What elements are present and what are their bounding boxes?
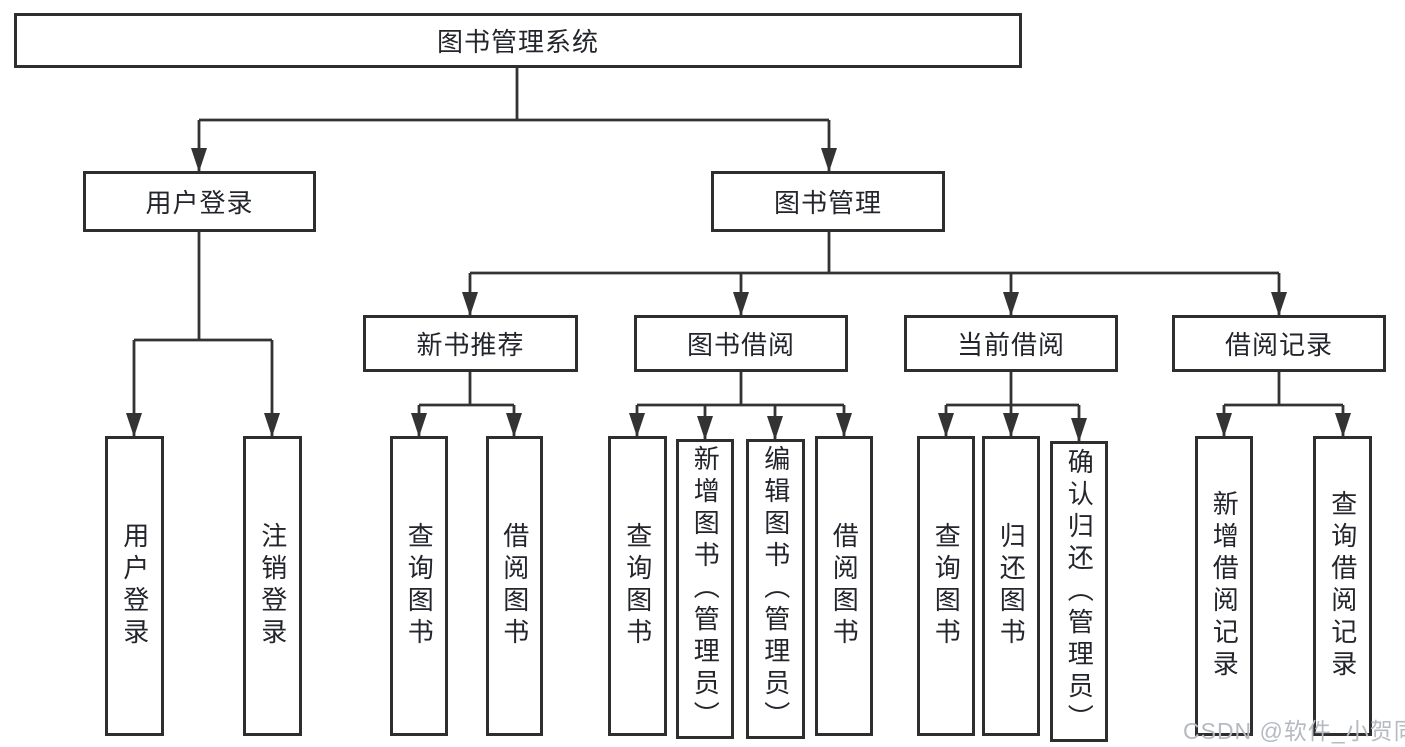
leaf-edit-book-admin: 编辑图书（管理员） [746, 439, 805, 739]
edges-book-management-to-level3 [462, 232, 1287, 316]
leaf-query-borrow-record: 查询借阅记录 [1313, 436, 1372, 736]
node-label: 新书推荐 [416, 330, 525, 360]
node-label: 编辑图书（管理员） [760, 445, 791, 733]
node-label: 新增借阅记录 [1209, 490, 1240, 682]
leaf-user-login: 用户登录 [105, 436, 164, 736]
node-label: 注销登录 [257, 522, 288, 650]
csdn-watermark: CSDN @软件_小贺同学 [1183, 718, 1405, 744]
leaf-borrow-books-recommend: 借阅图书 [486, 436, 543, 736]
leaf-confirm-return-admin: 确认归还（管理员） [1050, 441, 1108, 742]
leaf-query-books-current: 查询图书 [917, 436, 975, 736]
leaf-return-books: 归还图书 [982, 436, 1040, 736]
node-book-management: 图书管理 [711, 171, 945, 232]
node-new-book-recommend: 新书推荐 [363, 315, 578, 372]
node-library-management-system: 图书管理系统 [14, 13, 1022, 68]
edges-user-login-to-leaves [126, 232, 280, 437]
node-label: 图书管理系统 [436, 27, 599, 57]
leaf-add-borrow-record: 新增借阅记录 [1195, 436, 1253, 736]
edges-book-borrow-to-leaves [629, 372, 852, 440]
node-borrow-records: 借阅记录 [1172, 315, 1386, 372]
node-label: 查询借阅记录 [1327, 490, 1358, 682]
node-label: 查询图书 [931, 522, 962, 650]
node-book-borrow: 图书借阅 [634, 315, 848, 372]
leaf-logout: 注销登录 [243, 436, 302, 736]
node-label: 当前借阅 [956, 330, 1065, 360]
node-label: 用户登录 [145, 188, 254, 218]
edges-current-borrow-to-leaves [938, 372, 1087, 442]
node-label: 查询图书 [404, 522, 435, 650]
leaf-borrow-books: 借阅图书 [815, 436, 873, 736]
node-label: 归还图书 [996, 522, 1027, 650]
node-label: 查询图书 [622, 522, 653, 650]
node-label: 新增图书（管理员） [690, 445, 721, 733]
edges-root-to-level2 [191, 68, 837, 172]
node-label: 借阅记录 [1224, 330, 1333, 360]
leaf-add-book-admin: 新增图书（管理员） [676, 439, 734, 739]
node-label: 借阅图书 [499, 522, 530, 650]
leaf-query-books-borrow: 查询图书 [608, 436, 667, 736]
node-label: 借阅图书 [829, 522, 860, 650]
node-user-login: 用户登录 [83, 171, 316, 232]
leaf-query-books-recommend: 查询图书 [390, 436, 448, 736]
node-label: 确认归还（管理员） [1064, 447, 1095, 736]
edges-new-book-to-leaves [411, 372, 522, 437]
node-current-borrow: 当前借阅 [904, 315, 1118, 372]
node-label: 图书管理 [773, 188, 882, 218]
edges-borrow-records-to-leaves [1216, 372, 1351, 437]
node-label: 用户登录 [119, 522, 150, 650]
node-label: 图书借阅 [686, 330, 795, 360]
